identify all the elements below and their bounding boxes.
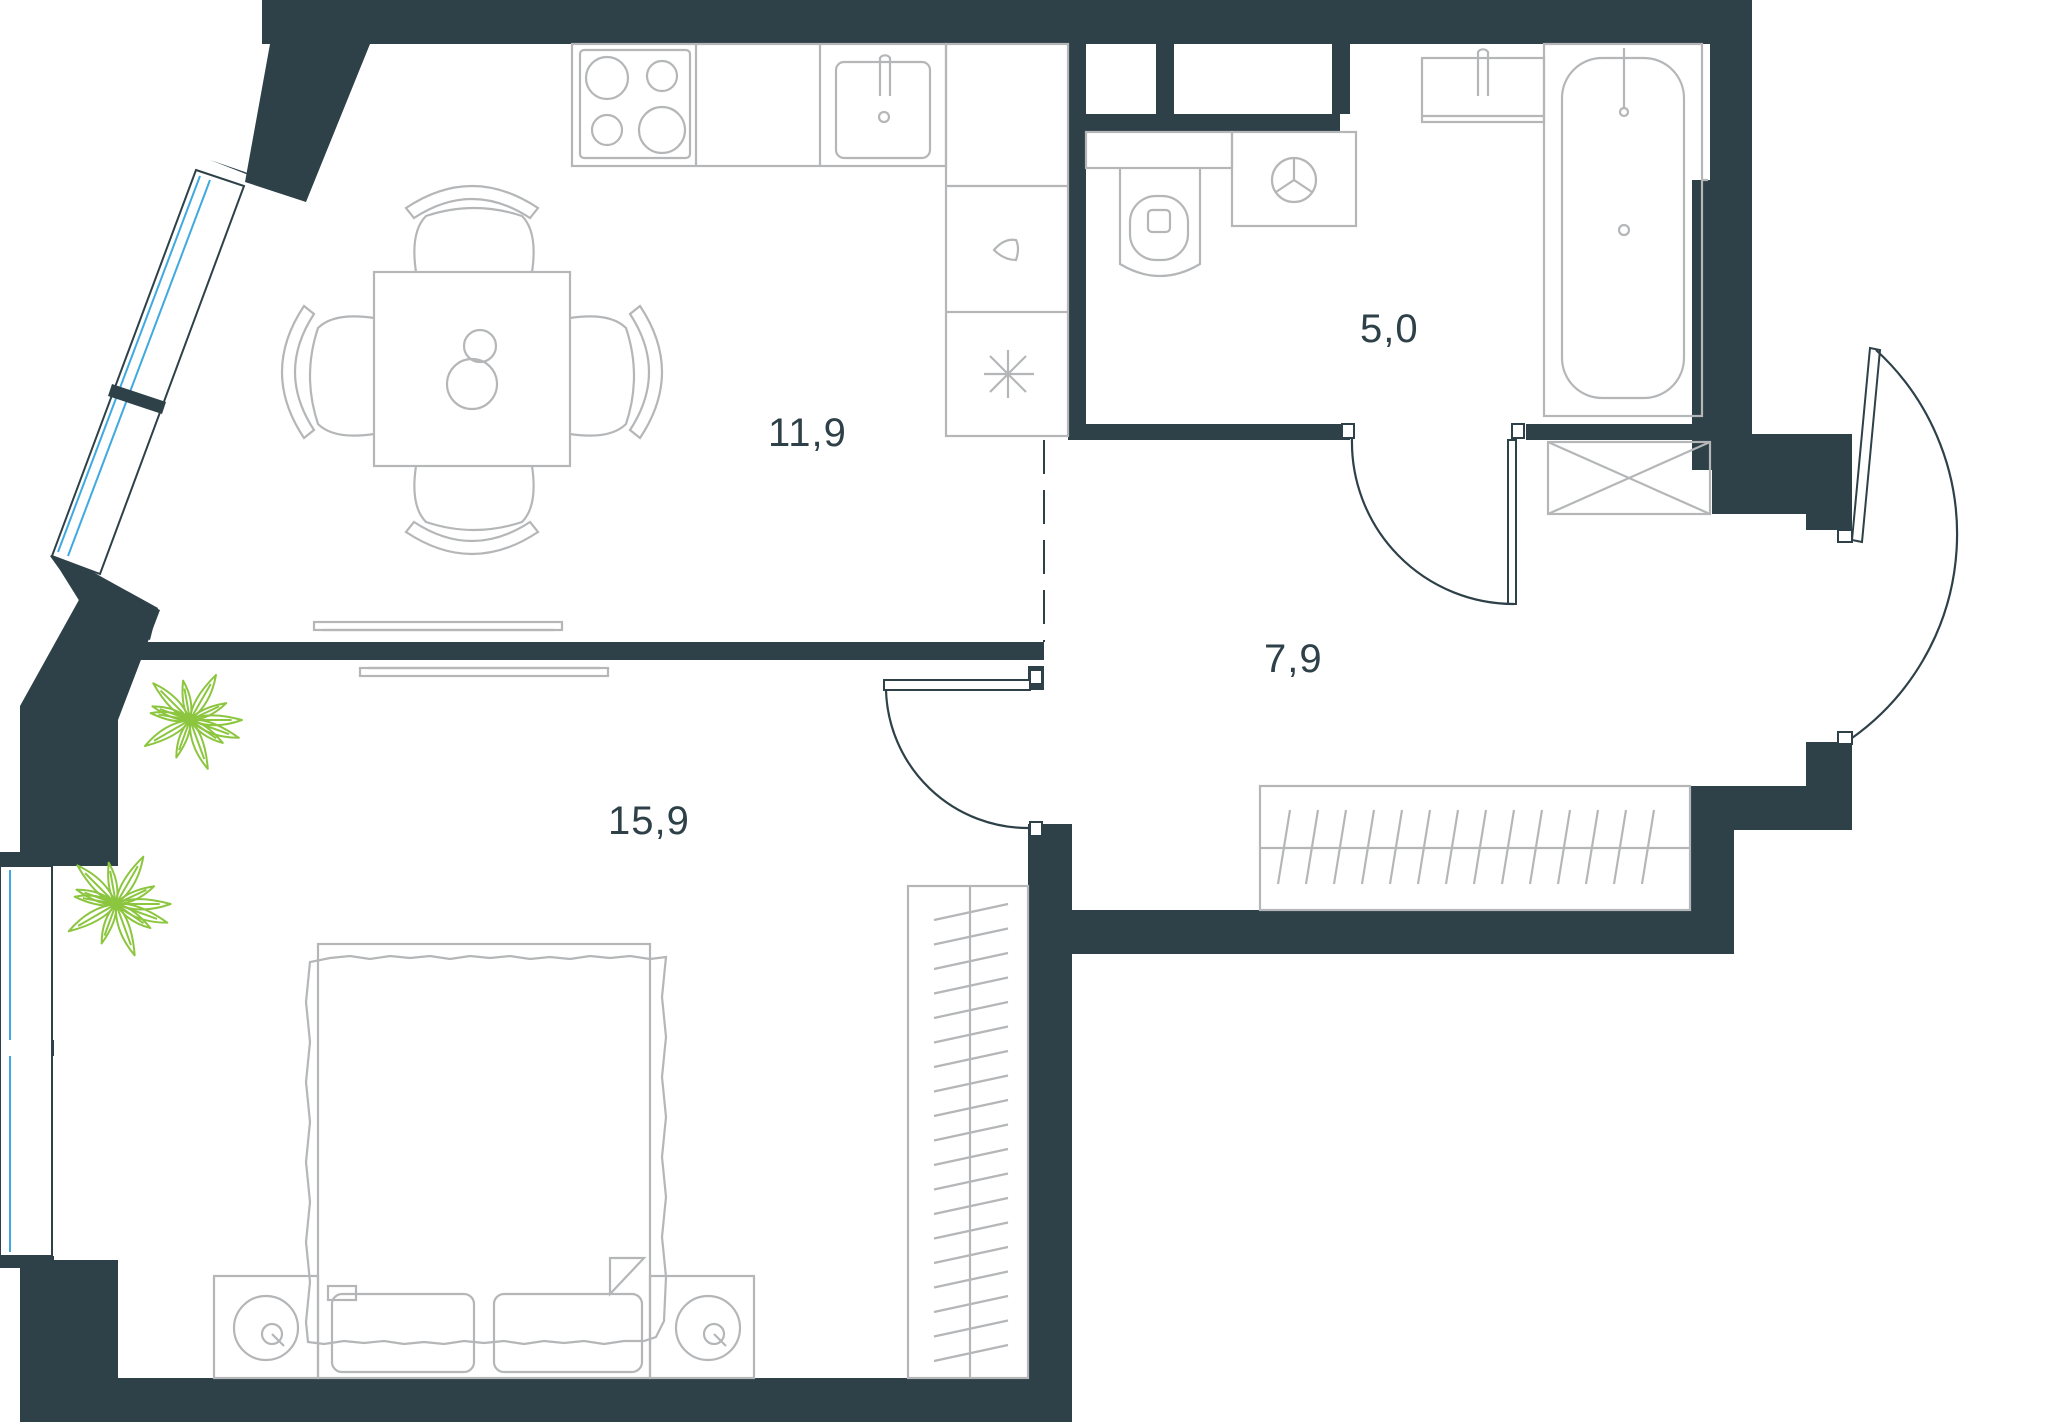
bathtub-icon	[1542, 42, 1708, 418]
dining-table-icon	[281, 185, 663, 555]
doors	[883, 346, 1959, 837]
bedroom-radiator	[358, 666, 610, 678]
bedroom-wardrobe	[906, 884, 1030, 1380]
kitchen-window	[50, 168, 246, 576]
kitchen-furniture	[281, 42, 1070, 632]
bedroom-door-swing	[884, 689, 1031, 830]
kitchen-sink-icon	[834, 54, 932, 160]
stove-icon	[578, 48, 692, 160]
bedroom-window	[0, 865, 53, 1257]
windows	[0, 168, 246, 1257]
kitchen-area-label: 11,9	[768, 411, 847, 455]
double-bed-icon	[304, 942, 668, 1380]
bedroom-furniture	[212, 666, 1030, 1380]
toilet-icon	[1084, 130, 1234, 278]
entrance-door-swing	[1851, 349, 1959, 739]
plant-bottom-icon	[67, 855, 172, 957]
hall-wardrobe	[1258, 784, 1692, 912]
nightstand-right-icon	[648, 1274, 756, 1380]
bathroom-furniture	[1084, 42, 1708, 418]
dishwasher-icon	[992, 238, 1020, 262]
utility-cabinet	[1546, 440, 1712, 516]
bedroom-area-label: 15,9	[608, 799, 690, 843]
fridge-icon	[984, 350, 1034, 398]
hall-furniture	[1258, 440, 1712, 912]
wash-basin-icon	[1420, 48, 1546, 124]
washing-machine-icon	[1230, 130, 1358, 228]
bathroom-area-label: 5,0	[1360, 307, 1419, 351]
plant-top-icon	[143, 673, 243, 770]
kitchen-radiator	[312, 620, 564, 632]
bathroom-door-swing	[1350, 437, 1515, 606]
hall-area-label: 7,9	[1264, 637, 1323, 681]
walls	[0, 0, 1852, 1422]
nightstand-left-icon	[212, 1274, 320, 1380]
